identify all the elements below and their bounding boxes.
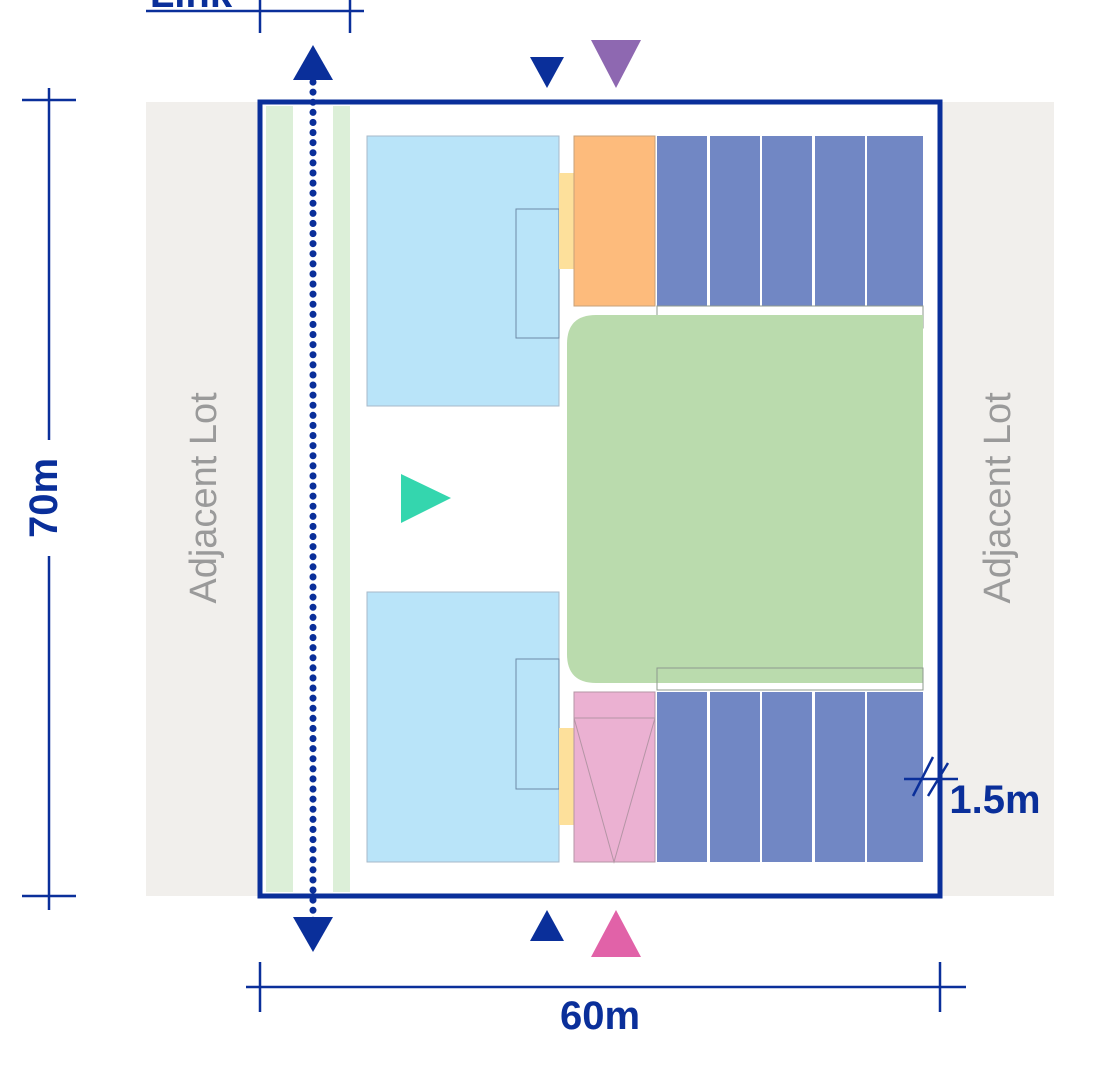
arrow-down-icon [293, 917, 333, 952]
stall-aisle-outline-bottom [656, 667, 924, 691]
adjacent-lot-right-label: Adjacent Lot [977, 392, 1019, 604]
setback-dimension-label: 1.5m [949, 778, 1040, 822]
triangle-up-icon [530, 910, 564, 941]
triangle-down-icon [530, 57, 564, 88]
green-strip-right [333, 106, 350, 892]
height-dimension-label: 70m [22, 458, 66, 538]
parking-stall [815, 136, 865, 306]
yellow-connector-bottom [559, 728, 574, 825]
parking-stall [867, 136, 923, 306]
service-triangle-down-icon [591, 40, 641, 88]
ramp-lines [573, 717, 656, 864]
setback-dimension: 1.5m [904, 756, 1041, 822]
orange-block-top [573, 135, 656, 307]
width-dimension: 60m [246, 962, 966, 1038]
triangle-right-icon [401, 474, 451, 523]
adjacent-lot-right [940, 102, 1054, 896]
yellow-connector-top [559, 173, 574, 269]
setback-dimension-tick [911, 756, 935, 797]
building-block-top-left [366, 135, 560, 407]
setback-dimension-tick [926, 762, 950, 797]
parking-stall [762, 692, 812, 862]
width-dimension-label: 60m [560, 994, 640, 1038]
arrow-up-icon [293, 45, 333, 80]
site-boundary [257, 99, 943, 899]
parking-stall [867, 692, 923, 862]
link-dimension: Link [146, 0, 364, 33]
building-block-bottom-left [366, 591, 560, 863]
parking-stall [710, 136, 760, 306]
adjacent-lot-left-label: Adjacent Lot [183, 392, 225, 604]
inner-outline-top-left [515, 208, 560, 339]
height-label-backing [22, 440, 76, 556]
pink-block-bottom [573, 691, 656, 863]
inner-outline-bottom-left [515, 658, 560, 790]
parking-stall [657, 692, 707, 862]
parking-stall [710, 692, 760, 862]
parking-stall [657, 136, 707, 306]
parking-stall [762, 136, 812, 306]
height-dimension: 70m [22, 88, 76, 910]
parking-stalls-top [657, 136, 923, 306]
parking-stalls-bottom [657, 692, 923, 862]
courtyard [567, 315, 923, 683]
green-strip-left [266, 106, 293, 892]
link-dimension-label: Link [150, 0, 233, 16]
service-triangle-up-icon [591, 910, 641, 957]
adjacent-lot-left [146, 102, 260, 896]
parking-stall [815, 692, 865, 862]
